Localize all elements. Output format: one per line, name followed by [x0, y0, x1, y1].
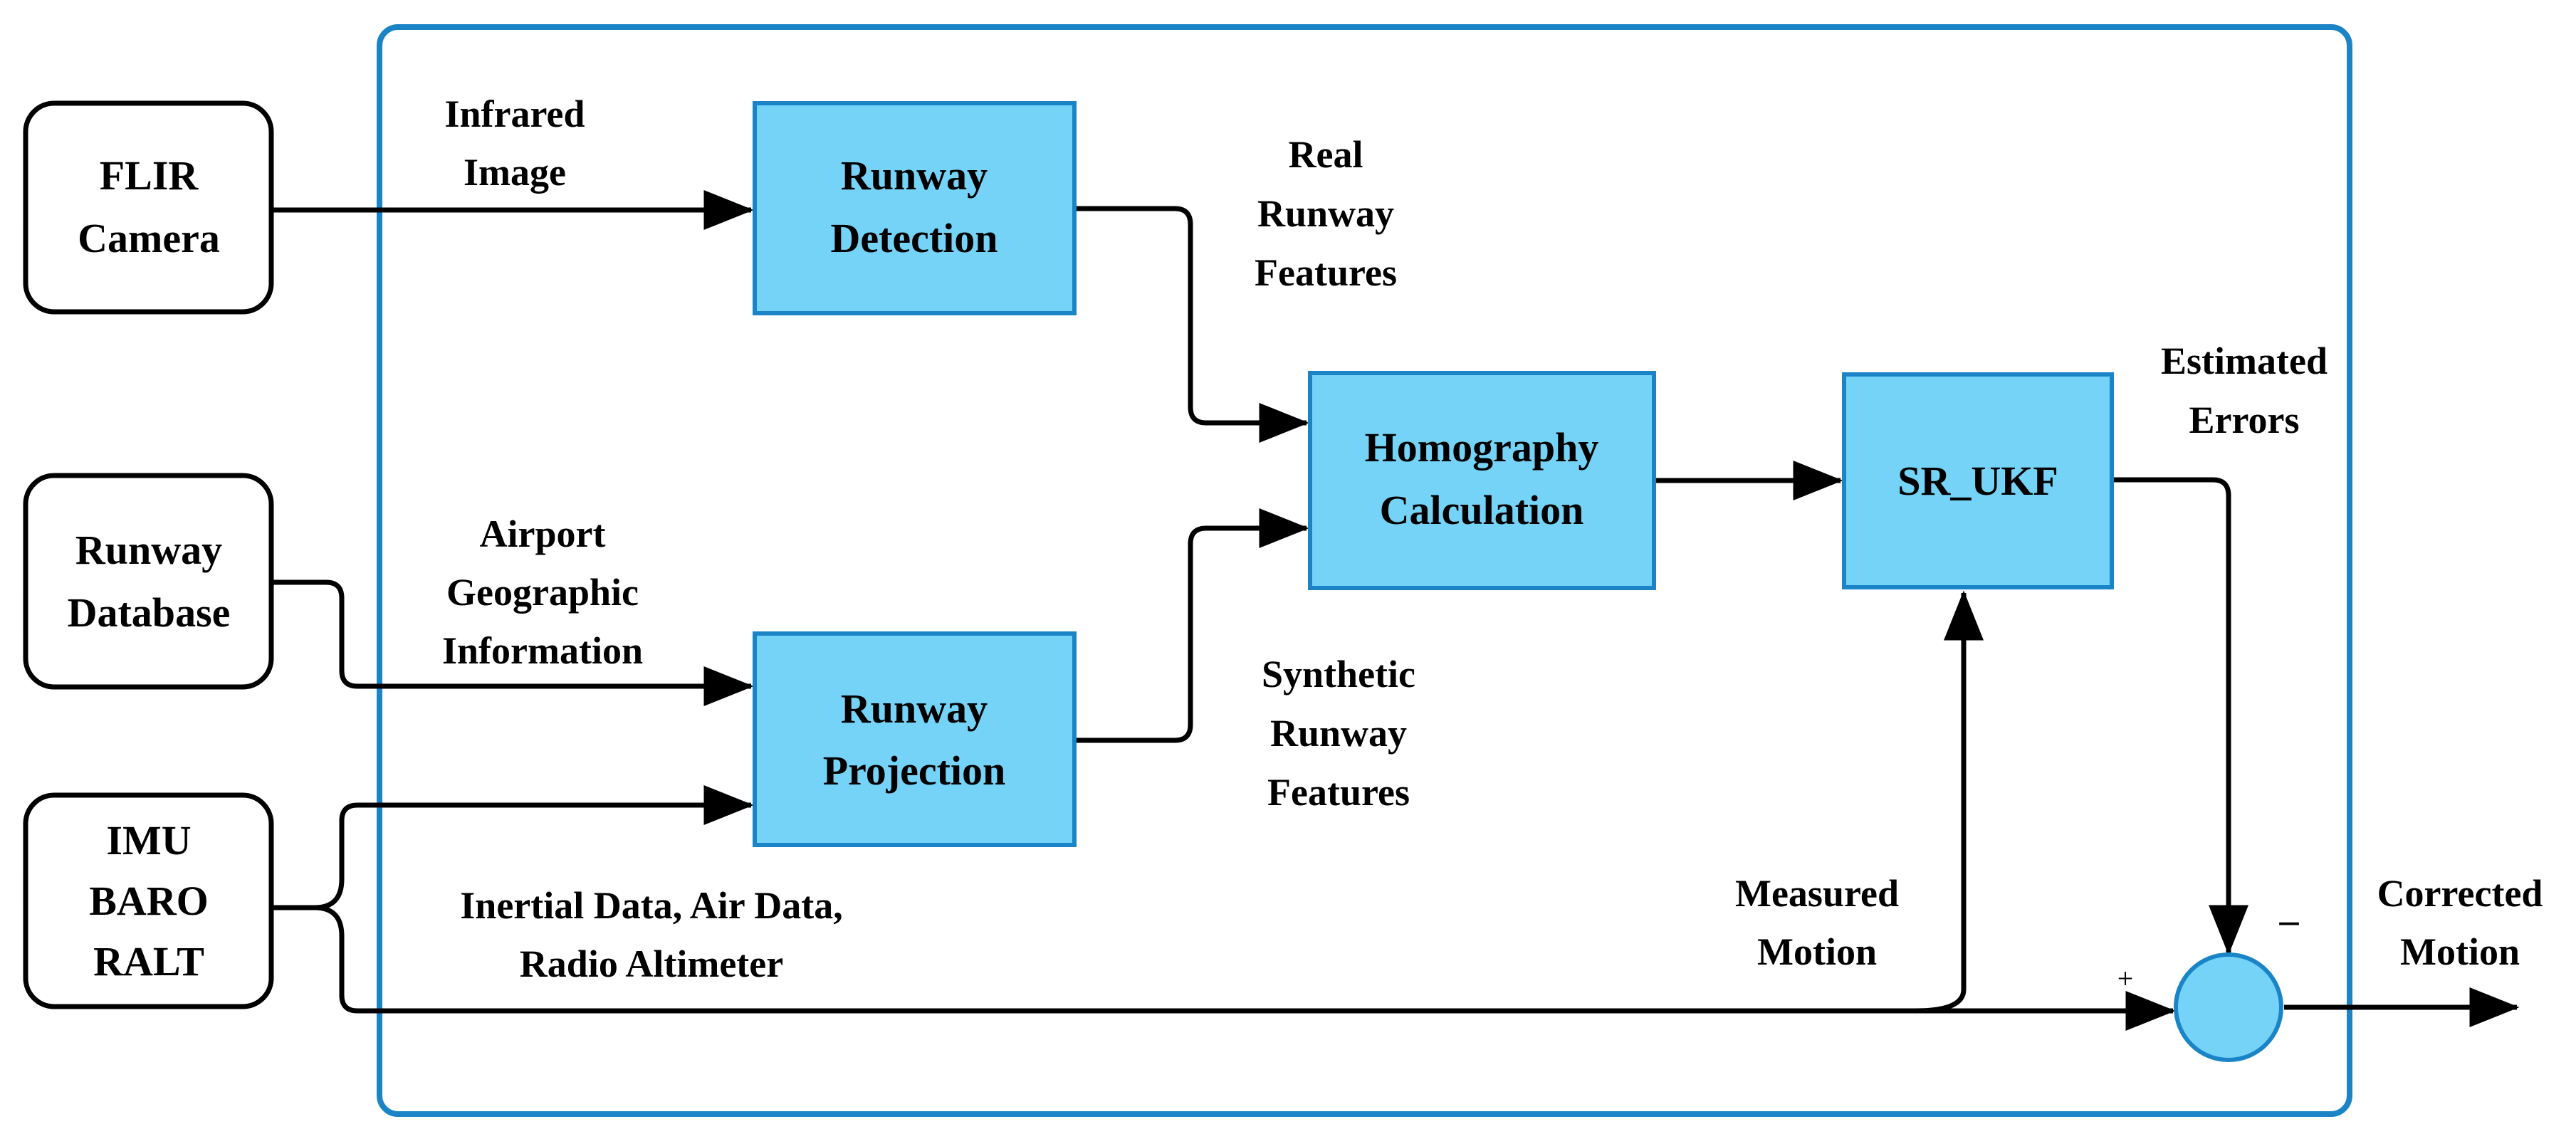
svg-text:Runway: Runway: [1270, 712, 1407, 755]
runway-database-label-1: Runway: [75, 527, 222, 573]
runway-projection-block: Runway Projection: [753, 631, 1077, 847]
svg-text:Radio Altimeter: Radio Altimeter: [520, 943, 783, 985]
runway-projection-label-1: Runway: [841, 686, 988, 732]
sr-ukf-label: SR_UKF: [1897, 458, 2058, 504]
line-imu-to-junction: [314, 905, 2176, 1031]
system-frame: [377, 24, 2352, 1117]
measured-motion-label: Measured Motion: [1735, 872, 1899, 973]
runway-detection-label-1: Runway: [841, 152, 988, 199]
svg-text:Geographic: Geographic: [446, 571, 639, 614]
svg-text:Features: Features: [1267, 771, 1410, 814]
estimated-errors-label: Estimated Errors: [2161, 340, 2328, 441]
flir-camera-box: FLIR Camera: [23, 100, 274, 315]
runway-database-label-2: Database: [68, 589, 231, 636]
svg-text:Motion: Motion: [2400, 930, 2520, 973]
svg-text:Features: Features: [1255, 251, 1397, 294]
svg-text:Image: Image: [464, 151, 566, 194]
arrow-measured-motion-to-srukf: [1915, 590, 1984, 1014]
real-runway-features-label: Real Runway Features: [1255, 133, 1397, 294]
svg-text:Errors: Errors: [2189, 399, 2300, 441]
arrow-detection-to-homography: [1075, 206, 1309, 443]
svg-text:Infrared: Infrared: [445, 93, 585, 135]
synthetic-runway-features-label: Synthetic Runway Features: [1262, 653, 1415, 814]
homography-calculation-block: Homography Calculation: [1308, 371, 1656, 590]
svg-text:Synthetic: Synthetic: [1262, 653, 1415, 695]
svg-text:Airport: Airport: [480, 513, 606, 555]
svg-text:Real: Real: [1289, 133, 1363, 176]
airport-geographic-information-label: Airport Geographic Information: [442, 513, 643, 672]
flir-camera-label-2: Camera: [78, 215, 220, 261]
summing-junction: [2174, 952, 2283, 1062]
homography-label-1: Homography: [1365, 424, 1599, 471]
flir-camera-label-1: FLIR: [100, 152, 199, 199]
arrow-imu-split-to-projection: [272, 785, 754, 910]
ralt-label: RALT: [93, 938, 204, 985]
arrow-srukf-to-junction: [2112, 477, 2248, 955]
imu-baro-ralt-box: IMU BARO RALT: [23, 792, 274, 1009]
svg-text:Information: Information: [442, 629, 643, 672]
runway-projection-label-2: Projection: [823, 747, 1006, 794]
junction-minus-sign: –: [2279, 898, 2300, 941]
svg-text:Corrected: Corrected: [2377, 872, 2543, 915]
svg-text:Estimated: Estimated: [2161, 340, 2328, 382]
svg-text:Measured: Measured: [1735, 872, 1899, 915]
runway-database-box: Runway Database: [23, 473, 274, 690]
imu-label: IMU: [106, 817, 191, 863]
svg-text:Runway: Runway: [1257, 192, 1394, 235]
svg-text:Motion: Motion: [1757, 930, 1877, 973]
runway-detection-block: Runway Detection: [753, 101, 1077, 315]
arrow-database-to-projection: [272, 579, 754, 706]
corrected-motion-label: Corrected Motion: [2377, 872, 2543, 973]
infrared-image-label: Infrared Image: [445, 93, 585, 194]
inertial-data-label: Inertial Data, Air Data, Radio Altimeter: [460, 884, 842, 985]
runway-detection-label-2: Detection: [830, 215, 998, 261]
junction-plus-sign: +: [2117, 962, 2134, 994]
arrow-projection-to-homography: [1075, 508, 1309, 743]
sr-ukf-block: SR_UKF: [1842, 372, 2114, 589]
homography-label-2: Calculation: [1380, 487, 1584, 533]
baro-label: BARO: [89, 878, 209, 924]
svg-text:Inertial Data, Air Data,: Inertial Data, Air Data,: [460, 884, 842, 927]
